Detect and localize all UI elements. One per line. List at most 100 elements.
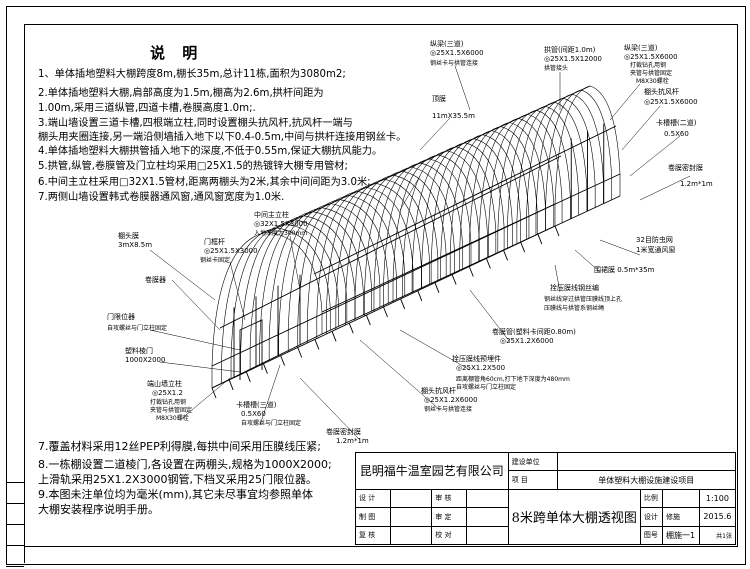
label-steel-clip-2: 钢丝卡与拱管连接 xyxy=(424,406,473,413)
note-item-bottom: 8.一栋棚设置二道棱门,各设置在两棚头,规格为1000X2000; xyxy=(38,458,332,471)
label-door-stopper: 门限位器 xyxy=(107,313,135,321)
leader-line xyxy=(639,175,691,201)
label-door-frame-spec: ◎25X1.5X3000 xyxy=(204,247,258,255)
arch-tube xyxy=(449,130,530,276)
ground-anchor xyxy=(297,347,303,358)
leader-line xyxy=(454,65,471,111)
ground-anchor xyxy=(417,290,423,301)
label-roll-tube: 卷膜管(塑料卡间距0.80m) xyxy=(492,328,576,336)
ground-anchor xyxy=(520,242,526,253)
label-press-clip: 拴压膜线钢丝编 xyxy=(550,284,599,292)
review-value xyxy=(390,525,433,546)
label-arch-tube: 拱管(间距1.0m) xyxy=(544,46,596,54)
drawing-frame xyxy=(24,24,738,547)
company-name: 昆明福牛温室园艺有限公司 xyxy=(355,452,509,490)
draw-label: 制 图 xyxy=(354,507,392,527)
arch-tube xyxy=(459,126,538,271)
label-insect-net: 32目防虫网 xyxy=(636,236,673,244)
ground-anchor xyxy=(451,274,457,285)
label-roll-seal-left-spec: 1.2m*1m xyxy=(336,437,369,445)
proof-label: 校 对 xyxy=(431,525,468,546)
outer-border xyxy=(6,6,746,565)
label-wind-bar-left-spec: ◎25X1.2X6000 xyxy=(424,396,478,404)
leader-line xyxy=(629,135,681,177)
ground-anchor xyxy=(280,355,286,366)
leader-line xyxy=(359,339,441,411)
approve-value xyxy=(466,507,509,527)
label-zongliang-right-spec: ◎25X1.5X6000 xyxy=(624,53,678,61)
label-door-stopper-note: 自攻螺丝与门立柱固定 xyxy=(107,325,168,332)
label-end-post-spec: ◎25X1.2 xyxy=(152,389,183,397)
note-item: 1、单体插地塑料大棚跨度8m,棚长35m,总计11栋,面积为3080m2; xyxy=(38,69,346,80)
leader-line xyxy=(609,83,641,121)
ground-anchor xyxy=(211,387,217,399)
scale-value: 1:100 xyxy=(698,488,737,509)
label-mid-post-note: 入地深度为300mm xyxy=(254,230,308,237)
label-roll-seal-right-spec: 1.2m*1m xyxy=(680,180,713,188)
title-block: 昆明福牛温室园艺有限公司 建设单位 项 目 单体塑料大棚设施建设项目 设 计 审… xyxy=(354,451,737,546)
shoulder-line-right xyxy=(321,173,621,313)
arch-tube xyxy=(488,114,563,258)
note-item: 5.拱管,纵管,卷膜管及门立柱均采用□25X1.5的热镀锌大棚专用管材; xyxy=(38,161,348,172)
note-item-bottom: 大棚安装程序说明手册。 xyxy=(38,503,159,516)
ground-anchor xyxy=(400,298,406,310)
ground-line-right xyxy=(321,195,621,335)
design-value xyxy=(390,488,433,509)
label-roll-seal-right: 卷膜密封膜 xyxy=(668,164,703,172)
ground-anchor xyxy=(314,339,320,350)
arch-tube xyxy=(211,231,323,388)
leader-line xyxy=(399,175,421,211)
drawing-no-value: 棚施一1 xyxy=(662,525,700,546)
leader-line xyxy=(419,117,451,151)
ground-anchor xyxy=(468,266,474,277)
draw-value xyxy=(390,507,433,527)
front-base xyxy=(211,333,323,389)
leader-line xyxy=(469,289,511,343)
label-end-film-spec: 3mX8.5m xyxy=(118,241,153,249)
leader-line xyxy=(171,279,221,331)
date-value: 2015.6 xyxy=(698,507,737,527)
label-press-line-pre-note: 距离棚管角60cm,打下地下深度为480mm xyxy=(456,376,570,383)
label-clip-groove-left: 卡槽槽(三道) xyxy=(236,401,277,409)
label-zongliang-top: 纵梁(三道) xyxy=(430,40,464,48)
leader-line xyxy=(149,249,216,301)
note-item: 2.单体插地塑料大棚,肩部高度为1.5m,棚高为2.6m,拱杆间距为 xyxy=(38,88,324,99)
leader-line xyxy=(299,377,361,441)
ground-anchor xyxy=(348,323,354,334)
label-zongliang-right-n2: 夹管与拱管固定 xyxy=(630,70,673,77)
label-insect-net-note: 1米宽通风窗 xyxy=(636,246,676,254)
note-item-bottom: 上滑轨采用25X1.2X3000钢管,下档叉采用25门限位器。 xyxy=(38,473,318,486)
leader-line xyxy=(289,235,301,291)
label-roller: 卷膜器 xyxy=(145,276,166,284)
label-plastic-door: 塑料棱门 xyxy=(125,347,153,355)
ground-anchor xyxy=(537,233,543,245)
label-press-clip-n2: 压膜线与拱管系钢丝绳 xyxy=(544,305,605,312)
label-end-film: 棚头膜 xyxy=(118,232,139,240)
label-steel-clip-1: 钢丝卡与拱管连接 xyxy=(430,60,479,67)
label-wind-bar-left: 棚头抗风杆 xyxy=(421,387,456,395)
label-press-line-pre-spec: ◎25X1.2X500 xyxy=(456,364,506,372)
side-purlin-right xyxy=(313,125,617,275)
unit-label: 建设单位 xyxy=(507,451,558,472)
label-end-post-n1: 打裁钻孔用钢 xyxy=(150,399,187,406)
label-roll-tube-spec: ◎25X1.2X6000 xyxy=(500,337,554,345)
label-zongliang-top-spec: ◎25X1.5X6000 xyxy=(430,49,484,57)
note-item: 棚头用夹圈连接,另一端沿侧墙插入地下以下0.4-0.5m,中间与拱杆连接用钢丝卡… xyxy=(38,132,407,143)
notes-title: 说 明 xyxy=(150,44,204,62)
drawing-title: 8米跨单体大棚透视图 xyxy=(507,488,641,546)
ground-anchor xyxy=(365,314,371,326)
label-clip-groove-right-spec: 0.5X60 xyxy=(664,130,689,138)
label-clip-groove-left-spec: 0.5X60 xyxy=(241,410,266,418)
leader-line xyxy=(599,239,641,256)
ground-anchor xyxy=(503,250,508,261)
drawing-no-label: 图号 xyxy=(639,525,664,546)
label-door-frame-note: 钢丝卡固定 xyxy=(200,257,231,264)
label-wind-bar-right-spec: ◎25X1.5X6000 xyxy=(644,98,698,106)
design-stage-label: 设计 xyxy=(639,507,664,527)
label-end-post: 端山墙立柱 xyxy=(147,380,182,388)
label-roll-seal-left: 卷膜密封膜 xyxy=(326,428,361,436)
arch-tube xyxy=(345,174,439,325)
label-arch-tube-spec: ◎25X1.5X12000 xyxy=(544,55,603,63)
ground-anchor xyxy=(331,331,337,342)
leader-line xyxy=(159,361,241,373)
